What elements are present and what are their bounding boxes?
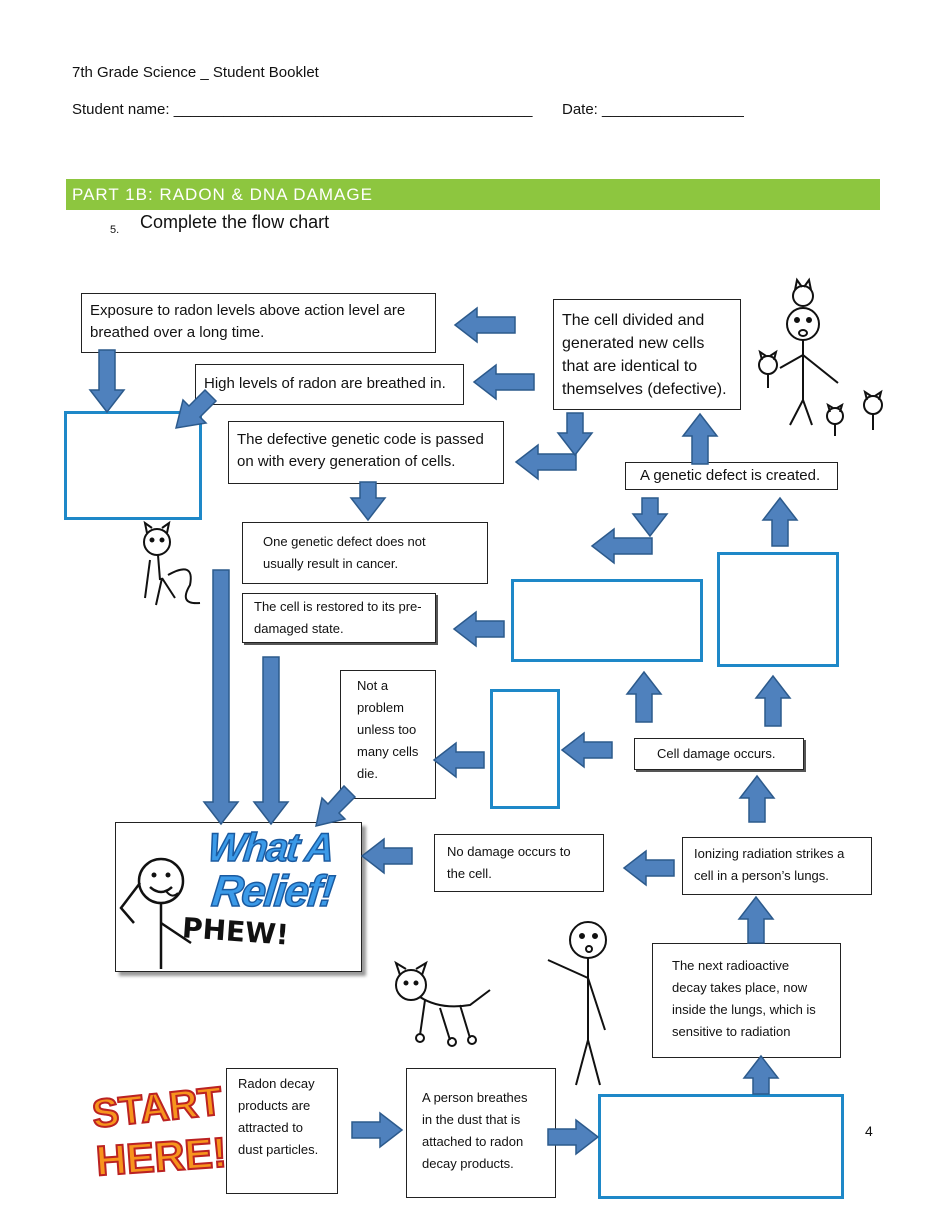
arrow-up-2 [761,496,799,547]
page-number: 4 [865,1123,873,1139]
stick-figure-relief-icon [119,857,192,969]
arrow-left-6 [432,741,485,779]
cat-doodle-left-icon [143,520,201,606]
date-field[interactable]: Date: _________________ [562,101,744,118]
box-ionizing: Ionizing radiation strikes a cell in a p… [682,837,872,895]
blank-answer-box-1[interactable] [64,411,202,520]
arrow-down-3 [349,481,387,522]
box-exposure: Exposure to radon levels above action le… [81,293,436,353]
box-next-decay: The next radioactive decay takes place, … [652,943,841,1058]
box-genetic-defect: A genetic defect is created. [625,462,838,490]
stick-figure-cats-icon [758,277,883,436]
booklet-title: 7th Grade Science _ Student Booklet [72,64,319,81]
arrow-down-long-2 [252,656,290,826]
section-banner: PART 1B: RADON & DNA DAMAGE [66,179,880,210]
arrow-down-4 [631,497,669,538]
box-restored: The cell is restored to its pre-damaged … [242,593,436,643]
arrow-left-3 [514,443,577,481]
arrow-down-2 [556,412,594,457]
arrow-left-7 [560,731,613,769]
arrow-left-1 [453,306,516,344]
box-no-damage: No damage occurs to the cell. [434,834,604,892]
box-not-problem: Not a problem unless too many cells die. [340,670,436,799]
blank-answer-box-2[interactable] [511,579,703,662]
arrow-up-3 [625,670,663,723]
box-cell-divided: The cell divided and generated new cells… [553,299,741,410]
blank-answer-box-4[interactable] [490,689,560,809]
arrow-left-2 [472,363,535,401]
blank-answer-box-5[interactable] [598,1094,844,1199]
arrow-left-4 [590,527,653,565]
arrow-up-5 [738,774,776,823]
arrow-up-1 [681,412,719,465]
stick-figure-pointing-icon [547,921,607,1086]
question-number: 5. [110,224,120,236]
box-high-levels: High levels of radon are breathed in. [195,364,464,405]
arrow-up-4 [754,674,792,727]
arrow-down-long-1 [202,569,240,826]
arrow-left-8 [360,837,413,875]
box-one-defect: One genetic defect does not usually resu… [242,522,488,584]
arrow-right-1 [351,1111,404,1149]
arrow-down-1 [88,349,126,414]
box-cell-damage: Cell damage occurs. [634,738,804,770]
student-name-field[interactable]: Student name: __________________________… [72,101,533,118]
arrow-right-2 [547,1118,600,1156]
arrow-left-9 [622,849,675,887]
question-text: Complete the flow chart [140,212,330,232]
arrow-up-6 [737,895,775,944]
arrow-up-7 [742,1054,780,1095]
arrow-diag-1 [174,388,218,429]
arrow-left-5 [452,610,505,648]
cat-doodle-bottom-icon [394,960,491,1047]
box-person-breathes: A person breathes in the dust that is at… [406,1068,556,1198]
box-defective-code: The defective genetic code is passed on … [228,421,504,484]
relief-box: What A Relief! PHEW! [115,822,362,972]
blank-answer-box-3[interactable] [717,552,839,667]
box-radon-decay: Radon decay products are attracted to du… [226,1068,338,1194]
arrow-diag-2 [315,784,357,828]
